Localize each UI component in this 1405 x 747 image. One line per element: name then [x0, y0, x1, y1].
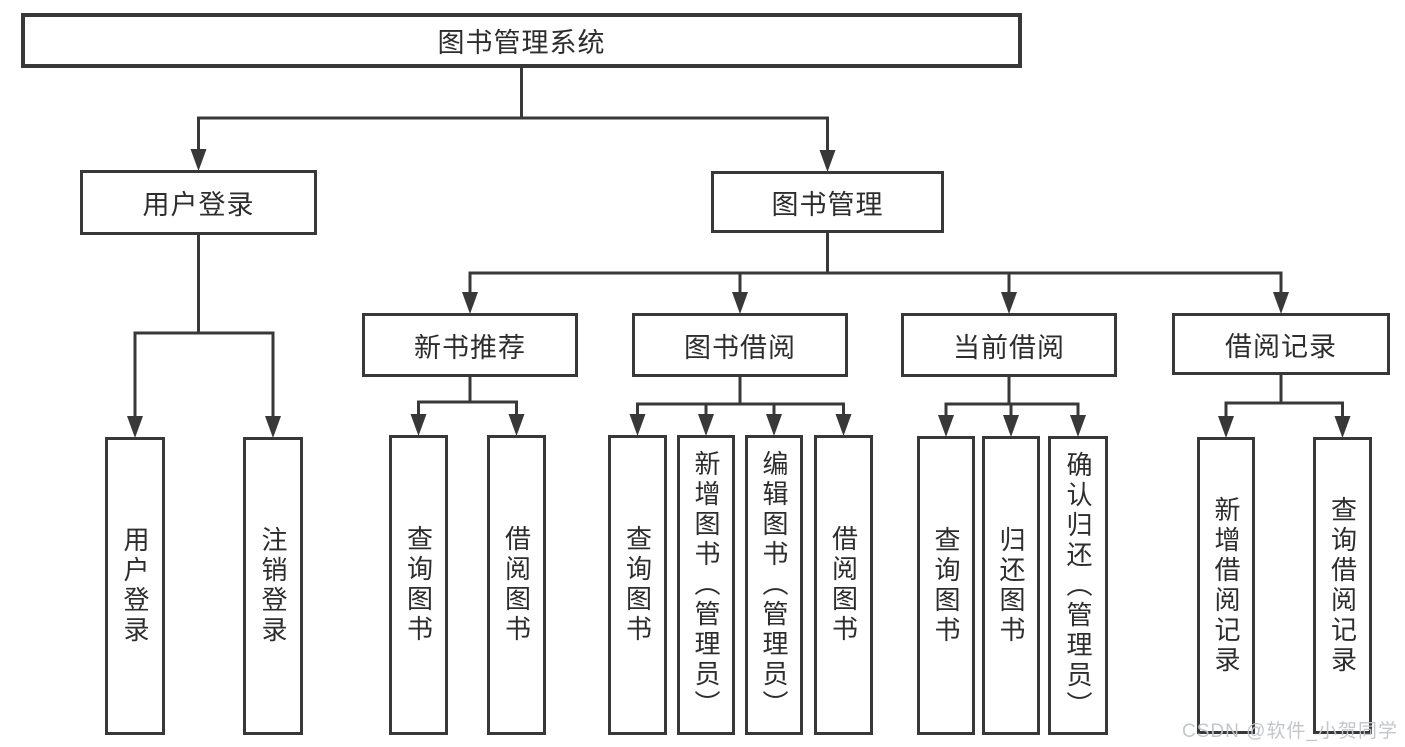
node-label: 图书借阅 — [684, 332, 796, 363]
node-leaf-bb-query: 查询图书 — [608, 435, 667, 735]
node-label: 查询借阅记录 — [1327, 495, 1358, 676]
node-label: 确认归还（管理员） — [1063, 450, 1093, 721]
node-label: 用户登录 — [120, 526, 150, 646]
node-leaf-cb-query: 查询图书 — [917, 436, 975, 735]
node-leaf-nb-borrow: 借阅图书 — [487, 435, 546, 735]
node-leaf-br-query: 查询借阅记录 — [1313, 437, 1372, 734]
node-label: 查询图书 — [622, 525, 653, 645]
node-label: 借阅图书 — [828, 525, 859, 645]
node-new-book: 新书推荐 — [362, 313, 578, 377]
node-leaf-bb-add: 新增图书（管理员） — [677, 435, 735, 735]
node-label: 查询图书 — [403, 525, 434, 645]
node-label: 查询图书 — [931, 525, 961, 646]
node-book-mgmt: 图书管理 — [711, 171, 944, 233]
node-leaf-cb-return: 归还图书 — [982, 436, 1040, 735]
node-leaf-user-login: 用户登录 — [105, 437, 165, 735]
node-borrow-record: 借阅记录 — [1172, 313, 1390, 375]
node-leaf-nb-query: 查询图书 — [389, 435, 448, 735]
node-root: 图书管理系统 — [21, 13, 1022, 68]
node-user-login: 用户登录 — [80, 170, 317, 235]
node-label: 新增借阅记录 — [1211, 495, 1241, 676]
node-label: 借阅图书 — [501, 525, 532, 645]
node-label: 借阅记录 — [1225, 331, 1337, 362]
node-label: 新书推荐 — [414, 332, 526, 363]
node-leaf-cb-confirm: 确认归还（管理员） — [1048, 436, 1108, 735]
node-current-borrow: 当前借阅 — [901, 313, 1117, 377]
node-label: 图书管理系统 — [437, 28, 606, 58]
node-leaf-bb-borrow: 借阅图书 — [814, 435, 873, 735]
node-leaf-logout: 注销登录 — [243, 437, 303, 735]
node-label: 注销登录 — [258, 526, 288, 646]
node-label: 用户登录 — [142, 190, 255, 220]
node-label: 编辑图书（管理员） — [759, 450, 789, 720]
node-leaf-br-add: 新增借阅记录 — [1197, 437, 1255, 734]
watermark-text: CSDN @软件_小贺同学 — [1182, 721, 1398, 742]
node-label: 归还图书 — [996, 525, 1026, 646]
node-label: 图书管理 — [771, 189, 884, 220]
node-label: 当前借阅 — [953, 332, 1065, 363]
node-label: 新增图书（管理员） — [691, 450, 721, 720]
node-leaf-bb-edit: 编辑图书（管理员） — [745, 435, 803, 735]
node-book-borrow: 图书借阅 — [632, 313, 848, 377]
